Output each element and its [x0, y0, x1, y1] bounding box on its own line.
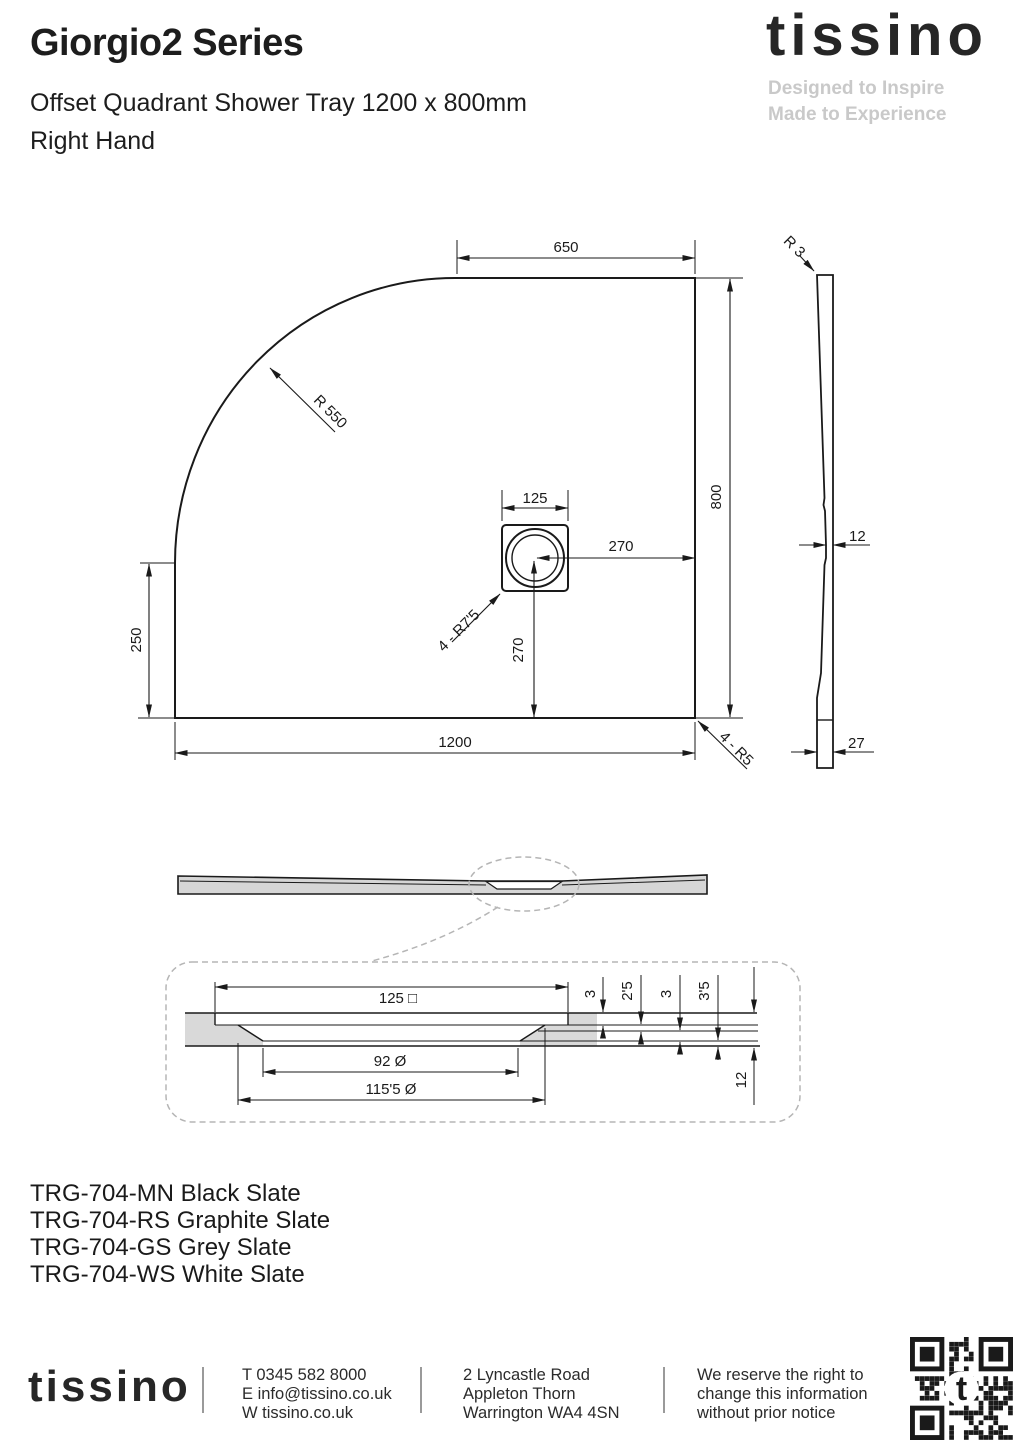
brand-tagline: Designed to Inspire Made to Experience	[768, 76, 946, 128]
product-code-list: TRG-704-MN Black Slate TRG-704-RS Graphi…	[30, 1180, 330, 1288]
product-code: TRG-704-GS Grey Slate	[30, 1234, 292, 1261]
dim-270-horizontal: 270	[536, 538, 696, 561]
side-profile-view: R 3 12 27	[780, 233, 874, 769]
dim-step2-label: 2'5	[619, 981, 636, 1001]
product-code: TRG-704-WS White Slate	[30, 1261, 305, 1288]
qr-modules	[910, 1337, 1013, 1440]
dim-step3-label: 3	[658, 990, 675, 998]
footer-email: E info@tissino.co.uk	[242, 1385, 392, 1403]
section-drain-recess	[484, 880, 564, 890]
cross-section-view	[177, 856, 708, 962]
page-subtitle: Offset Quadrant Shower Tray 1200 x 800mm…	[30, 84, 527, 160]
detail-callout-leader	[371, 906, 499, 962]
footer-disclaimer: We reserve the right to change this info…	[697, 1366, 868, 1423]
dim-detail-125: 125 □	[214, 982, 569, 1012]
dim-650-label: 650	[553, 239, 578, 256]
note-tray-corner-radius: 4 - R5	[697, 720, 757, 770]
dim-270-vertical: 270	[510, 560, 537, 718]
dim-recess-dia-label: 115'5 Ø	[366, 1081, 417, 1098]
dim-flange-square-label: 125 □	[379, 990, 417, 1007]
dim-detail-92: 92 Ø	[262, 1048, 519, 1077]
dim-waste-dia-label: 92 Ø	[374, 1053, 407, 1070]
footer-contact: T 0345 582 8000 E info@tissino.co.uk W t…	[242, 1366, 392, 1423]
qr-code-icon: t	[910, 1337, 1013, 1440]
dim-1200-label: 1200	[438, 734, 471, 751]
tagline-line-1: Designed to Inspire	[768, 78, 945, 99]
footer-phone: T 0345 582 8000	[242, 1366, 367, 1384]
detail-step-dims: 3 2'5 3 3'5 12	[582, 967, 757, 1105]
dim-27-label: 27	[848, 735, 865, 752]
note-r3-label: R 3	[780, 233, 809, 262]
note-drain-corner-radius: 4 - R7'5	[434, 593, 501, 655]
footer-logo: tissino	[28, 1362, 191, 1411]
tagline-line-2: Made to Experience	[768, 104, 947, 125]
disclaimer-line-3: without prior notice	[697, 1404, 836, 1422]
dim-250: 250	[128, 563, 152, 718]
note-r5-label: 4 - R5	[716, 728, 757, 769]
dim-125: 125	[501, 490, 569, 521]
dim-r550: R 550	[269, 367, 350, 433]
detail-grey-left	[185, 1013, 263, 1046]
product-code: TRG-704-MN Black Slate	[30, 1180, 301, 1207]
dim-step1-label: 3	[582, 990, 599, 998]
footer-divider	[663, 1367, 665, 1413]
qr-center-letter: t	[956, 1370, 967, 1408]
disclaimer-line-1: We reserve the right to	[697, 1366, 864, 1384]
detail-callout-circle	[468, 856, 580, 912]
dim-650: 650	[456, 239, 696, 274]
drain-detail-view: 125 □ 92 Ø 115'5 Ø 3 2'5	[165, 961, 801, 1123]
disclaimer-line-2: change this information	[697, 1385, 868, 1403]
page-title: Giorgio2 Series	[30, 22, 304, 64]
footer-address: 2 Lyncastle Road Appleton Thorn Warringt…	[463, 1366, 620, 1423]
note-edge-radius: R 3	[780, 233, 815, 272]
footer-web: W tissino.co.uk	[242, 1404, 353, 1422]
dim-detail-1155: 115'5 Ø	[237, 1028, 546, 1105]
qr-center-blob	[944, 1371, 979, 1406]
dim-1200: 1200	[174, 722, 696, 760]
subtitle-line-1: Offset Quadrant Shower Tray 1200 x 800mm	[30, 89, 528, 117]
dim-250-label: 250	[128, 627, 145, 652]
detail-bubble-border	[165, 961, 801, 1123]
dim-r550-label: R 550	[310, 392, 350, 432]
profile-outline	[816, 274, 834, 769]
detail-profile-lines	[185, 1012, 760, 1047]
dim-step4-label: 3'5	[696, 981, 713, 1001]
dim-12-label: 12	[849, 528, 866, 545]
product-code: TRG-704-RS Graphite Slate	[30, 1207, 331, 1234]
dim-270-v-label: 270	[510, 637, 527, 662]
dim-27-edge: 27	[791, 735, 874, 755]
dim-125-label: 125	[522, 490, 547, 507]
dim-800-label: 800	[708, 484, 725, 509]
technical-drawing: 650 800 250 1200 R 550	[128, 233, 874, 770]
note-r75-label: 4 - R7'5	[434, 606, 483, 655]
dim-overall-depth-label: 12	[733, 1072, 750, 1089]
dim-270-h-label: 270	[608, 538, 633, 555]
footer-divider	[420, 1367, 422, 1413]
address-line-3: Warrington WA4 4SN	[463, 1404, 620, 1422]
brand-logo: tissino	[766, 3, 988, 68]
address-line-1: 2 Lyncastle Road	[463, 1366, 590, 1384]
address-line-2: Appleton Thorn	[463, 1385, 576, 1403]
detail-grey-right	[520, 1013, 597, 1046]
dim-12-waist: 12	[799, 528, 870, 548]
footer-divider	[202, 1367, 204, 1413]
subtitle-line-2: Right Hand	[30, 127, 156, 155]
plan-outline	[174, 277, 696, 719]
section-drawing: 125 □ 92 Ø 115'5 Ø 3 2'5	[165, 856, 801, 1123]
dim-800: 800	[708, 278, 733, 718]
section-slope-lines	[179, 879, 706, 886]
plan-view: 650 800 250 1200 R 550	[128, 239, 757, 770]
plan-extension-lines	[138, 277, 743, 719]
